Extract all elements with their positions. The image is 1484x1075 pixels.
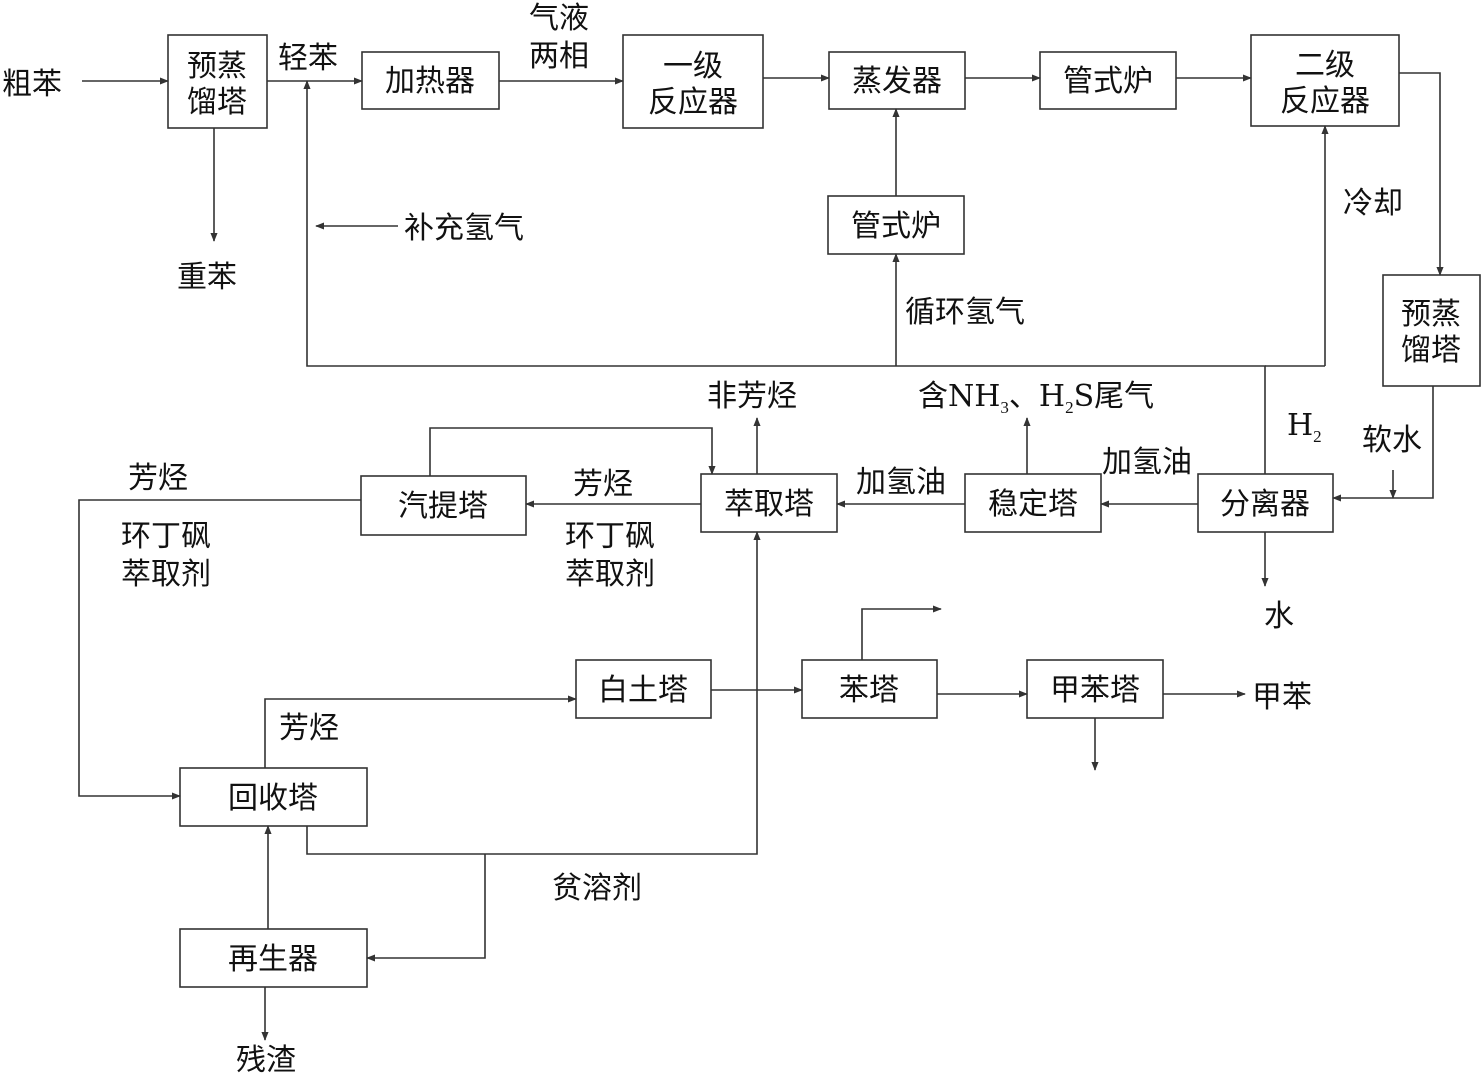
- node-heater: 加热器: [361, 51, 500, 110]
- node-label: 甲苯塔: [1050, 673, 1140, 708]
- node-recovery-tower: 回收塔: [179, 767, 368, 827]
- node-label: 馏塔: [187, 85, 247, 120]
- node-stabilizer: 稳定塔: [964, 473, 1102, 533]
- node-stripper: 汽提塔: [360, 475, 527, 536]
- node-pre-column-1: 预蒸 馏塔: [167, 34, 268, 129]
- label-sulfolane: 萃取剂: [121, 557, 211, 592]
- label-non-aromatics: 非芳烃: [707, 379, 797, 414]
- label-gas-liquid: 两相: [529, 39, 589, 74]
- label-gas-liquid: 气液: [529, 1, 589, 36]
- node-label: 白土塔: [598, 673, 688, 708]
- label-water: 水: [1264, 599, 1294, 634]
- node-label: 管式炉: [1063, 64, 1153, 99]
- node-benzene-tower: 苯塔: [801, 659, 938, 719]
- arrow-reactor2-to-precolumn2: [1399, 72, 1444, 276]
- arrow-benzene-overhead: [861, 605, 942, 660]
- arrow-solvent-to-regenerator: [366, 854, 486, 962]
- label-tail-gas: 含NH3、H2S尾气: [918, 379, 1154, 417]
- label-h2: H2: [1287, 408, 1322, 446]
- node-label: 回收塔: [228, 781, 318, 816]
- node-label: 预蒸: [187, 49, 247, 84]
- flow-labels: 粗苯 轻苯 气液 两相 重苯 补充氢气 冷却 循环氢气 非芳烃 含NH3、H2S…: [2, 1, 1422, 1075]
- label-aromatics: 芳烃: [573, 467, 633, 502]
- node-label: 汽提塔: [398, 489, 488, 524]
- node-tube-furnace-top: 管式炉: [1039, 51, 1177, 110]
- label-sulfolane: 环丁砜: [565, 519, 655, 554]
- node-label: 加热器: [385, 64, 475, 99]
- arrow-recovery-to-clay: [264, 695, 577, 768]
- node-label: 馏塔: [1401, 333, 1461, 368]
- node-regenerator: 再生器: [179, 928, 368, 988]
- node-reactor-2: 二级 反应器: [1250, 34, 1400, 127]
- node-toluene-tower: 甲苯塔: [1026, 659, 1164, 719]
- label-soft-water: 软水: [1362, 423, 1422, 458]
- node-reactor-1: 一级 反应器: [622, 34, 764, 129]
- label-cooling: 冷却: [1343, 186, 1403, 221]
- node-separator: 分离器: [1197, 473, 1334, 533]
- arrow-precolumn2-to-separator: [1332, 386, 1434, 502]
- node-label: 稳定塔: [988, 487, 1078, 522]
- node-label: 预蒸: [1401, 297, 1461, 332]
- node-label: 萃取塔: [724, 487, 814, 522]
- label-makeup-hydrogen: 补充氢气: [404, 211, 524, 246]
- label-lean-solvent: 贫溶剂: [552, 871, 642, 906]
- node-label: 二级: [1295, 48, 1355, 83]
- label-aromatics: 芳烃: [128, 461, 188, 496]
- label-aromatics: 芳烃: [279, 711, 339, 746]
- node-extraction-column: 萃取塔: [700, 473, 838, 533]
- node-pre-column-2: 预蒸 馏塔: [1382, 274, 1481, 387]
- node-label: 反应器: [1280, 84, 1370, 119]
- node-clay-tower: 白土塔: [575, 659, 712, 719]
- label-sulfolane: 萃取剂: [565, 557, 655, 592]
- label-heavy-benzene: 重苯: [177, 260, 237, 295]
- node-label: 一级: [663, 49, 723, 84]
- node-label: 反应器: [648, 85, 738, 120]
- arrow-stripper-to-recovery: [78, 499, 361, 800]
- label-crude-benzene: 粗苯: [2, 67, 62, 102]
- node-label: 蒸发器: [852, 64, 942, 99]
- label-sulfolane: 环丁砜: [121, 519, 211, 554]
- node-evaporator: 蒸发器: [828, 51, 966, 110]
- label-recycle-hydrogen: 循环氢气: [905, 295, 1025, 330]
- node-label: 管式炉: [851, 209, 941, 244]
- node-tube-furnace-mid: 管式炉: [827, 195, 965, 255]
- flow-lines: [78, 72, 1444, 1041]
- arrow-stripper-reflux: [429, 427, 716, 476]
- node-label: 再生器: [228, 942, 318, 977]
- label-hydro-oil: 加氢油: [856, 465, 946, 500]
- arrow-lean-solvent: [306, 531, 761, 855]
- node-label: 苯塔: [839, 673, 899, 708]
- node-label: 分离器: [1220, 487, 1310, 522]
- line-hydrogen-recycle: [303, 80, 1266, 474]
- label-residue: 残渣: [236, 1043, 296, 1075]
- label-toluene: 甲苯: [1252, 680, 1312, 715]
- label-hydro-oil: 加氢油: [1102, 445, 1192, 480]
- label-light-benzene: 轻苯: [278, 41, 338, 76]
